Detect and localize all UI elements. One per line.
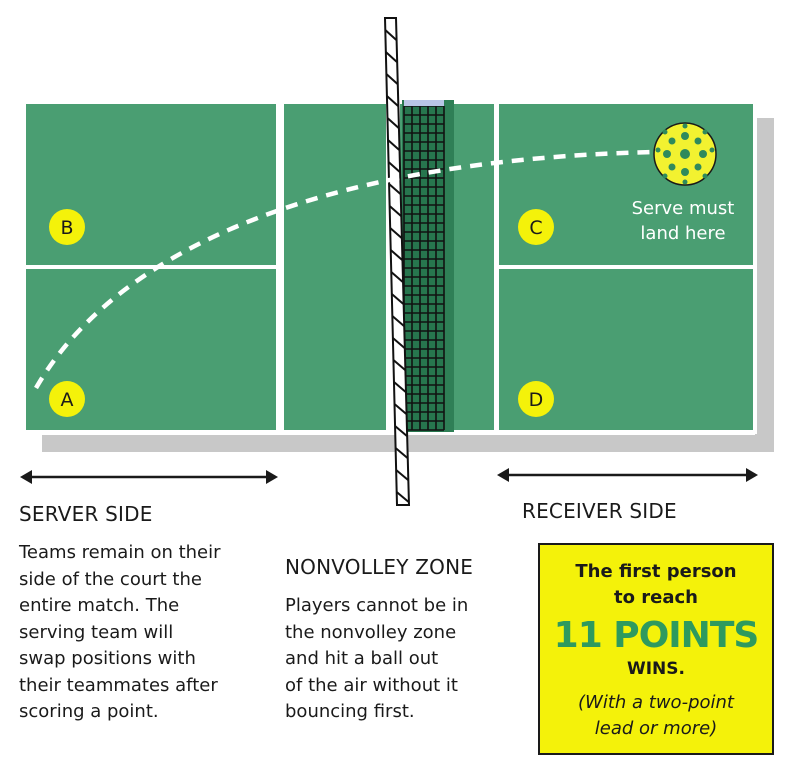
server-side-line: entire match. The — [19, 595, 180, 616]
server-side-line: scoring a point. — [19, 701, 159, 722]
net-post-stripe — [394, 425, 408, 437]
net-post-stripe — [385, 73, 399, 85]
nonvolley-line: the nonvolley zone — [285, 621, 457, 643]
win-box-wins: WINS. — [626, 659, 685, 679]
player-marker-c: C — [518, 209, 554, 245]
net-post-stripe — [389, 227, 403, 239]
win-box-line-2: to reach — [614, 587, 698, 608]
serve-path — [34, 149, 656, 390]
win-condition-box: The first person to reach 11 POINTS WINS… — [538, 543, 774, 755]
net-post-stripe — [387, 139, 400, 151]
receiver-side-heading: RECEIVER SIDE — [522, 499, 677, 523]
pickleball-court-diagram: B A C D — [20, 17, 774, 506]
net-post-stripe — [395, 469, 409, 481]
nonvolley-line: and hit a ball out — [285, 648, 439, 669]
win-box-note-line-2: lead or more) — [594, 718, 718, 739]
player-label-d: D — [529, 389, 544, 411]
nonvolley-line: bouncing first. — [285, 701, 415, 722]
net — [383, 17, 454, 506]
net-post-stripe — [388, 205, 402, 217]
win-box-points: 11 POINTS — [553, 615, 760, 656]
pickleball-icon — [653, 122, 717, 186]
net-post-stripe — [386, 95, 399, 107]
net-post-stripe — [393, 403, 407, 415]
server-side-heading: SERVER SIDE — [19, 502, 153, 526]
nonvolley-zone-heading: NONVOLLEY ZONE — [285, 555, 474, 579]
net-post-stripe — [385, 51, 398, 63]
net-post-stripe — [388, 183, 402, 195]
server-side-arrow — [20, 470, 278, 484]
nonvolley-zone-left — [284, 104, 386, 430]
nonvolley-zone-description: Players cannot be in the nonvolley zone … — [285, 593, 468, 726]
net-post-stripe — [394, 447, 409, 459]
net-post-stripe — [393, 381, 407, 393]
player-marker-d: D — [518, 381, 554, 417]
nonvolley-line: of the air without it — [285, 674, 458, 696]
server-side-line: side of the court the — [19, 568, 202, 590]
serve-note-line-1: Serve must — [632, 198, 735, 219]
receiver-side-arrow — [497, 468, 758, 482]
player-label-b: B — [60, 217, 73, 239]
net-post — [383, 17, 411, 506]
win-box-line-1: The first person — [575, 561, 737, 582]
net-post-stripe — [396, 491, 410, 503]
server-side-line: swap positions with — [19, 648, 196, 669]
player-marker-a: A — [49, 381, 85, 417]
net-post-stripe — [391, 315, 405, 327]
player-label-c: C — [529, 217, 542, 239]
player-label-a: A — [61, 389, 74, 411]
net-post-stripe — [386, 117, 400, 129]
server-side-line: serving team will — [19, 621, 174, 643]
net-tape — [404, 100, 444, 106]
server-side-line: their teammates after — [19, 674, 218, 696]
net-post-stripe — [392, 337, 406, 349]
net-post-stripe — [390, 249, 403, 261]
net-post-stripe — [390, 271, 404, 283]
net-post-stripe — [392, 359, 406, 371]
server-side-description: Teams remain on their side of the court … — [19, 540, 221, 726]
serve-note-line-2: land here — [640, 223, 725, 244]
server-side-line: Teams remain on their — [19, 542, 221, 563]
net-post-stripe — [387, 161, 401, 173]
win-box-note-line-1: (With a two-point — [578, 692, 734, 713]
nonvolley-line: Players cannot be in — [285, 595, 469, 616]
net-post-stripe — [384, 29, 397, 41]
net-post-stripe — [391, 293, 405, 305]
player-marker-b: B — [49, 209, 85, 245]
